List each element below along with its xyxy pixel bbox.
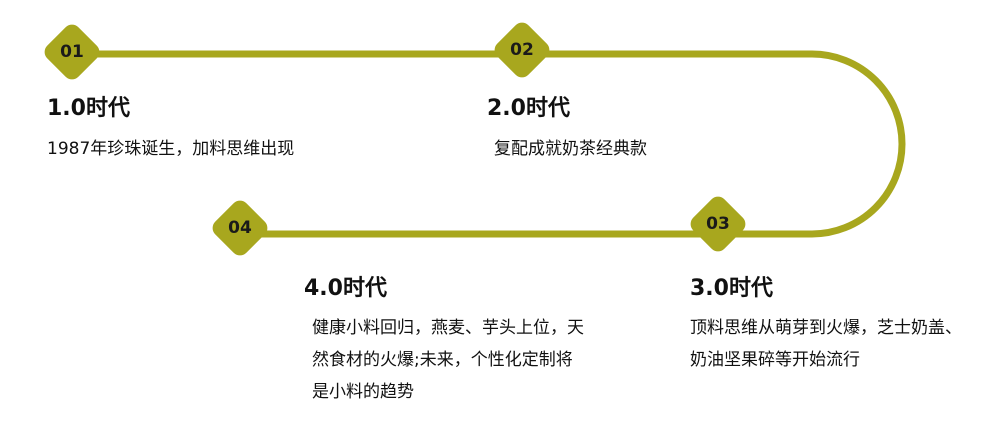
stage-number: 01: [60, 42, 84, 62]
stage-number: 03: [706, 214, 730, 234]
stage-badge-01: 01: [40, 20, 104, 84]
stage-description-02: 复配成就奶茶经典款: [494, 139, 647, 159]
stage-description-03: 顶料思维从萌芽到火爆，芝士奶盖、奶油坚果碎等开始流行: [690, 318, 962, 370]
stage-title-03: 3.0时代: [690, 276, 773, 301]
stage-title-01: 1.0时代: [47, 96, 130, 121]
stage-number: 04: [228, 218, 252, 238]
stage-badge-03: 03: [686, 192, 750, 256]
stage-number: 02: [510, 40, 534, 60]
stage-badge-02: 02: [490, 18, 554, 82]
stage-title-02: 2.0时代: [487, 96, 570, 121]
stage-description-01: 1987年珍珠诞生，加料思维出现: [47, 139, 295, 159]
stage-title-04: 4.0时代: [304, 276, 387, 301]
stage-badge-04: 04: [208, 196, 272, 260]
stage-description-04: 健康小料回归，燕麦、芋头上位，天然食材的火爆;未来，个性化定制将是小料的趋势: [312, 318, 584, 402]
